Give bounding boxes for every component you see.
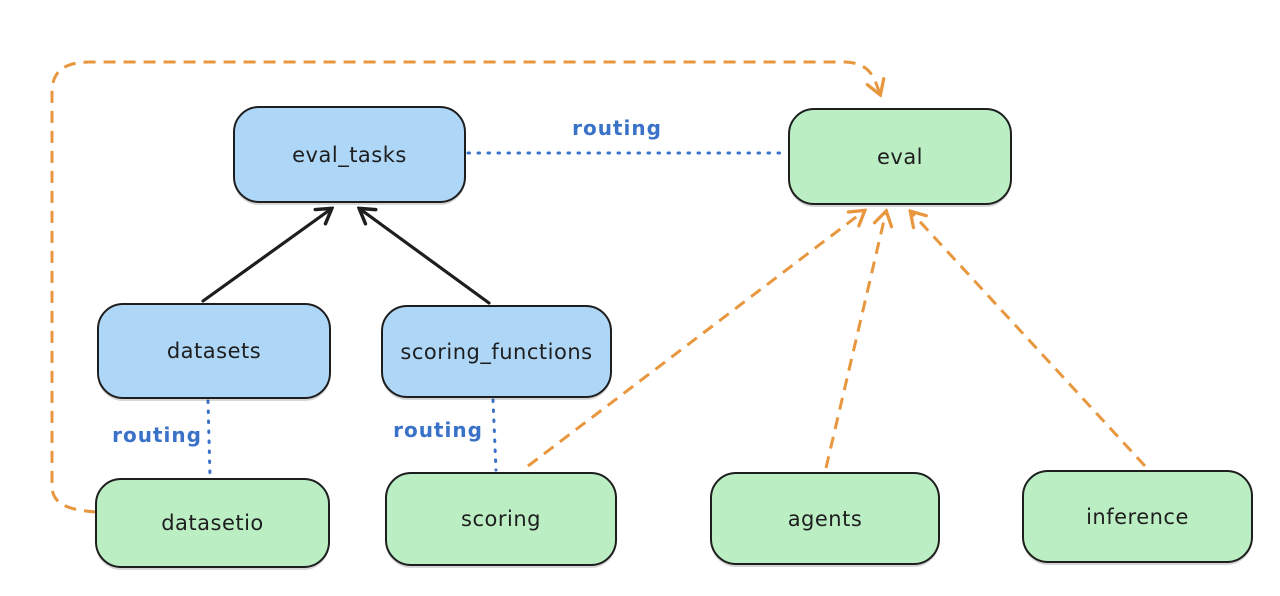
edge-scoring_functions-to-scoring-routing [491, 398, 498, 472]
node-inference-label: inference [1086, 504, 1189, 529]
node-inference: inference [1022, 470, 1253, 563]
node-scoring-label: scoring [461, 507, 541, 531]
routing-label-eval_tasks-eval: routing [572, 116, 662, 140]
node-datasets-label: datasets [166, 339, 262, 363]
edge-scoring_functions-to-eval_tasks [360, 209, 491, 305]
edge-agents-to-eval [824, 212, 886, 469]
node-scoring-functions: scoring_functions [381, 305, 612, 398]
routing-label-datasets-datasetio: routing [112, 423, 202, 447]
node-datasetio-label: datasetio [161, 511, 264, 535]
edge-datasets-to-eval_tasks [201, 209, 331, 303]
edge-scoring-to-eval [527, 211, 864, 468]
edge-datasets-to-datasetio-routing [206, 399, 212, 478]
node-eval-tasks-label: eval_tasks [292, 142, 407, 167]
node-agents-label: agents [787, 506, 863, 531]
edge-datasetio-to-eval [50, 60, 880, 514]
routing-label-scoring_functions-scoring: routing [393, 418, 483, 442]
node-eval-tasks: eval_tasks [233, 106, 466, 203]
node-datasetio: datasetio [95, 478, 330, 568]
node-scoring-functions-label: scoring_functions [400, 339, 593, 364]
node-eval: eval [788, 108, 1012, 205]
node-datasets: datasets [97, 303, 331, 399]
node-scoring: scoring [385, 472, 617, 566]
edge-inference-to-eval [911, 212, 1147, 468]
node-eval-label: eval [876, 144, 924, 169]
node-agents: agents [710, 472, 940, 565]
